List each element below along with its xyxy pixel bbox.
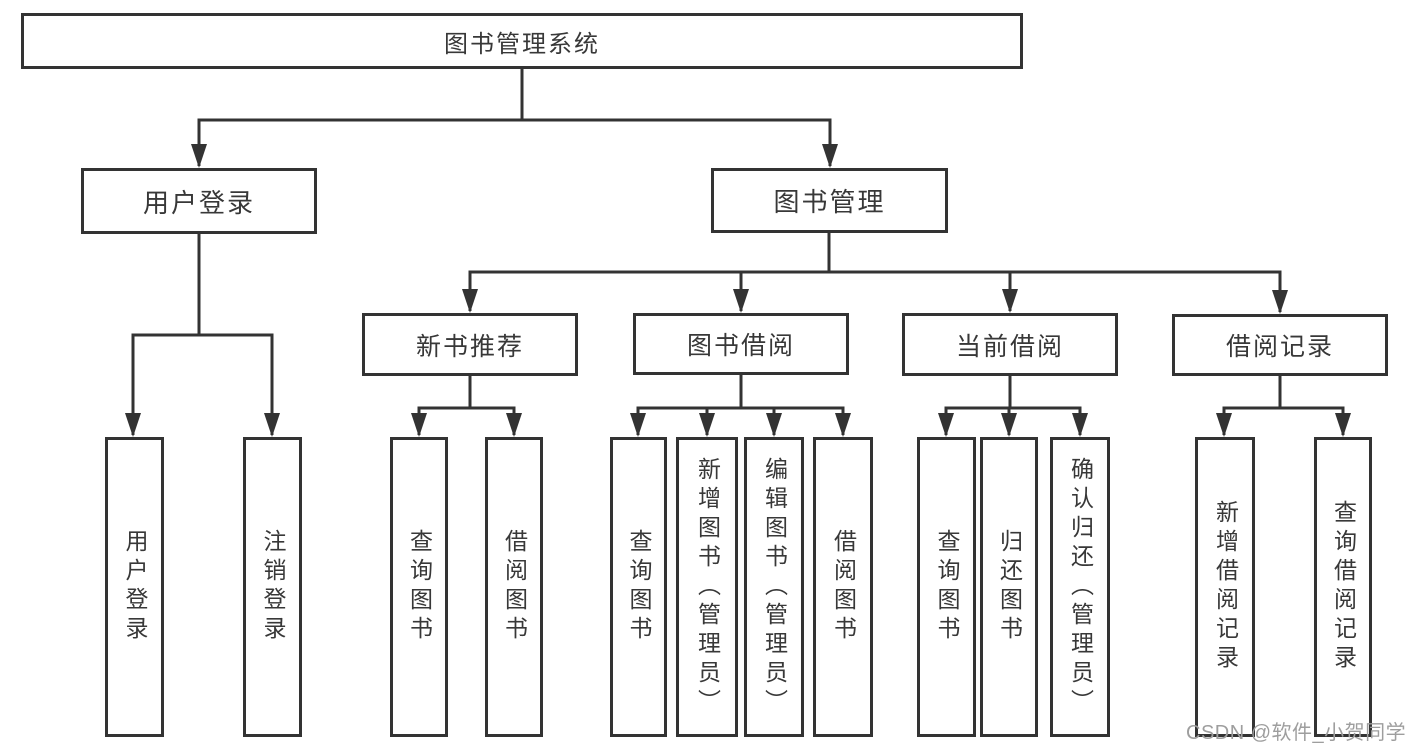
leaf-borrow-books-recommend: 借阅图书 (485, 437, 543, 737)
leaf-add-books-admin: 新增图书（管理员） (676, 437, 738, 737)
leaf-borrow-books: 借阅图书 (813, 437, 873, 737)
leaf-logout: 注销登录 (243, 437, 302, 737)
leaf-add-borrow-record: 新增借阅记录 (1195, 437, 1255, 737)
leaf-edit-books-admin: 编辑图书（管理员） (744, 437, 804, 737)
leaf-query-books-current: 查询图书 (917, 437, 976, 737)
node-borrow-record: 借阅记录 (1172, 314, 1388, 376)
leaf-user-login: 用户登录 (105, 437, 164, 737)
node-book-management: 图书管理 (711, 168, 948, 233)
leaf-query-borrow-record: 查询借阅记录 (1314, 437, 1372, 737)
node-current-borrow: 当前借阅 (902, 313, 1118, 376)
csdn-watermark: CSDN @软件_小贺同学 (1186, 722, 1405, 744)
leaf-query-books-borrow: 查询图书 (610, 437, 667, 737)
node-new-book-recommend: 新书推荐 (362, 313, 578, 376)
leaf-return-books: 归还图书 (980, 437, 1038, 737)
node-library-management-system: 图书管理系统 (21, 13, 1023, 69)
node-user-login: 用户登录 (81, 168, 317, 234)
leaf-confirm-return-admin: 确认归还（管理员） (1050, 437, 1110, 737)
node-book-borrow: 图书借阅 (633, 313, 849, 375)
leaf-query-books-recommend: 查询图书 (390, 437, 448, 737)
